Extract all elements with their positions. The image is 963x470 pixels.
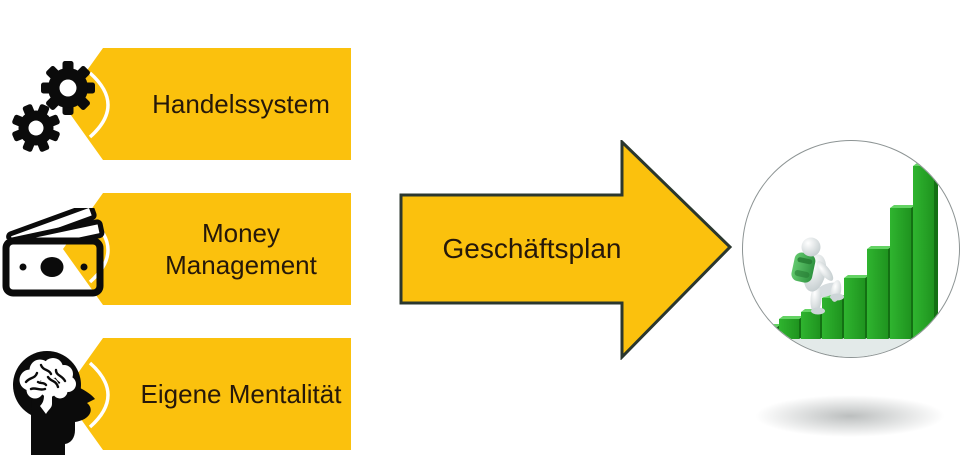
banknotes-icon <box>2 208 105 297</box>
arrow-shape <box>399 140 733 360</box>
backpack <box>791 252 816 283</box>
climbing-figure <box>791 237 844 315</box>
green-bars <box>759 163 938 339</box>
growth-chart-illustration <box>742 140 960 358</box>
arrow-label: Geschäftsplan <box>442 233 622 264</box>
head-brain-icon <box>13 351 95 455</box>
banner-label: Eigene Mentalität <box>140 378 342 409</box>
tag-shape <box>63 48 351 160</box>
gears-icon <box>12 61 95 152</box>
banner-handelssystem: Handelssystem <box>51 48 351 160</box>
banner-label: Money Management <box>165 217 317 281</box>
tag-shape <box>63 338 351 450</box>
ground-shadow <box>715 386 963 446</box>
banner-money-management: Money Management <box>51 193 351 305</box>
growth-bars-climbing-figure-icon <box>748 163 948 357</box>
banner-label: Handelssystem <box>152 88 330 119</box>
banner-eigene-mentalitaet: Eigene Mentalität <box>51 338 351 450</box>
